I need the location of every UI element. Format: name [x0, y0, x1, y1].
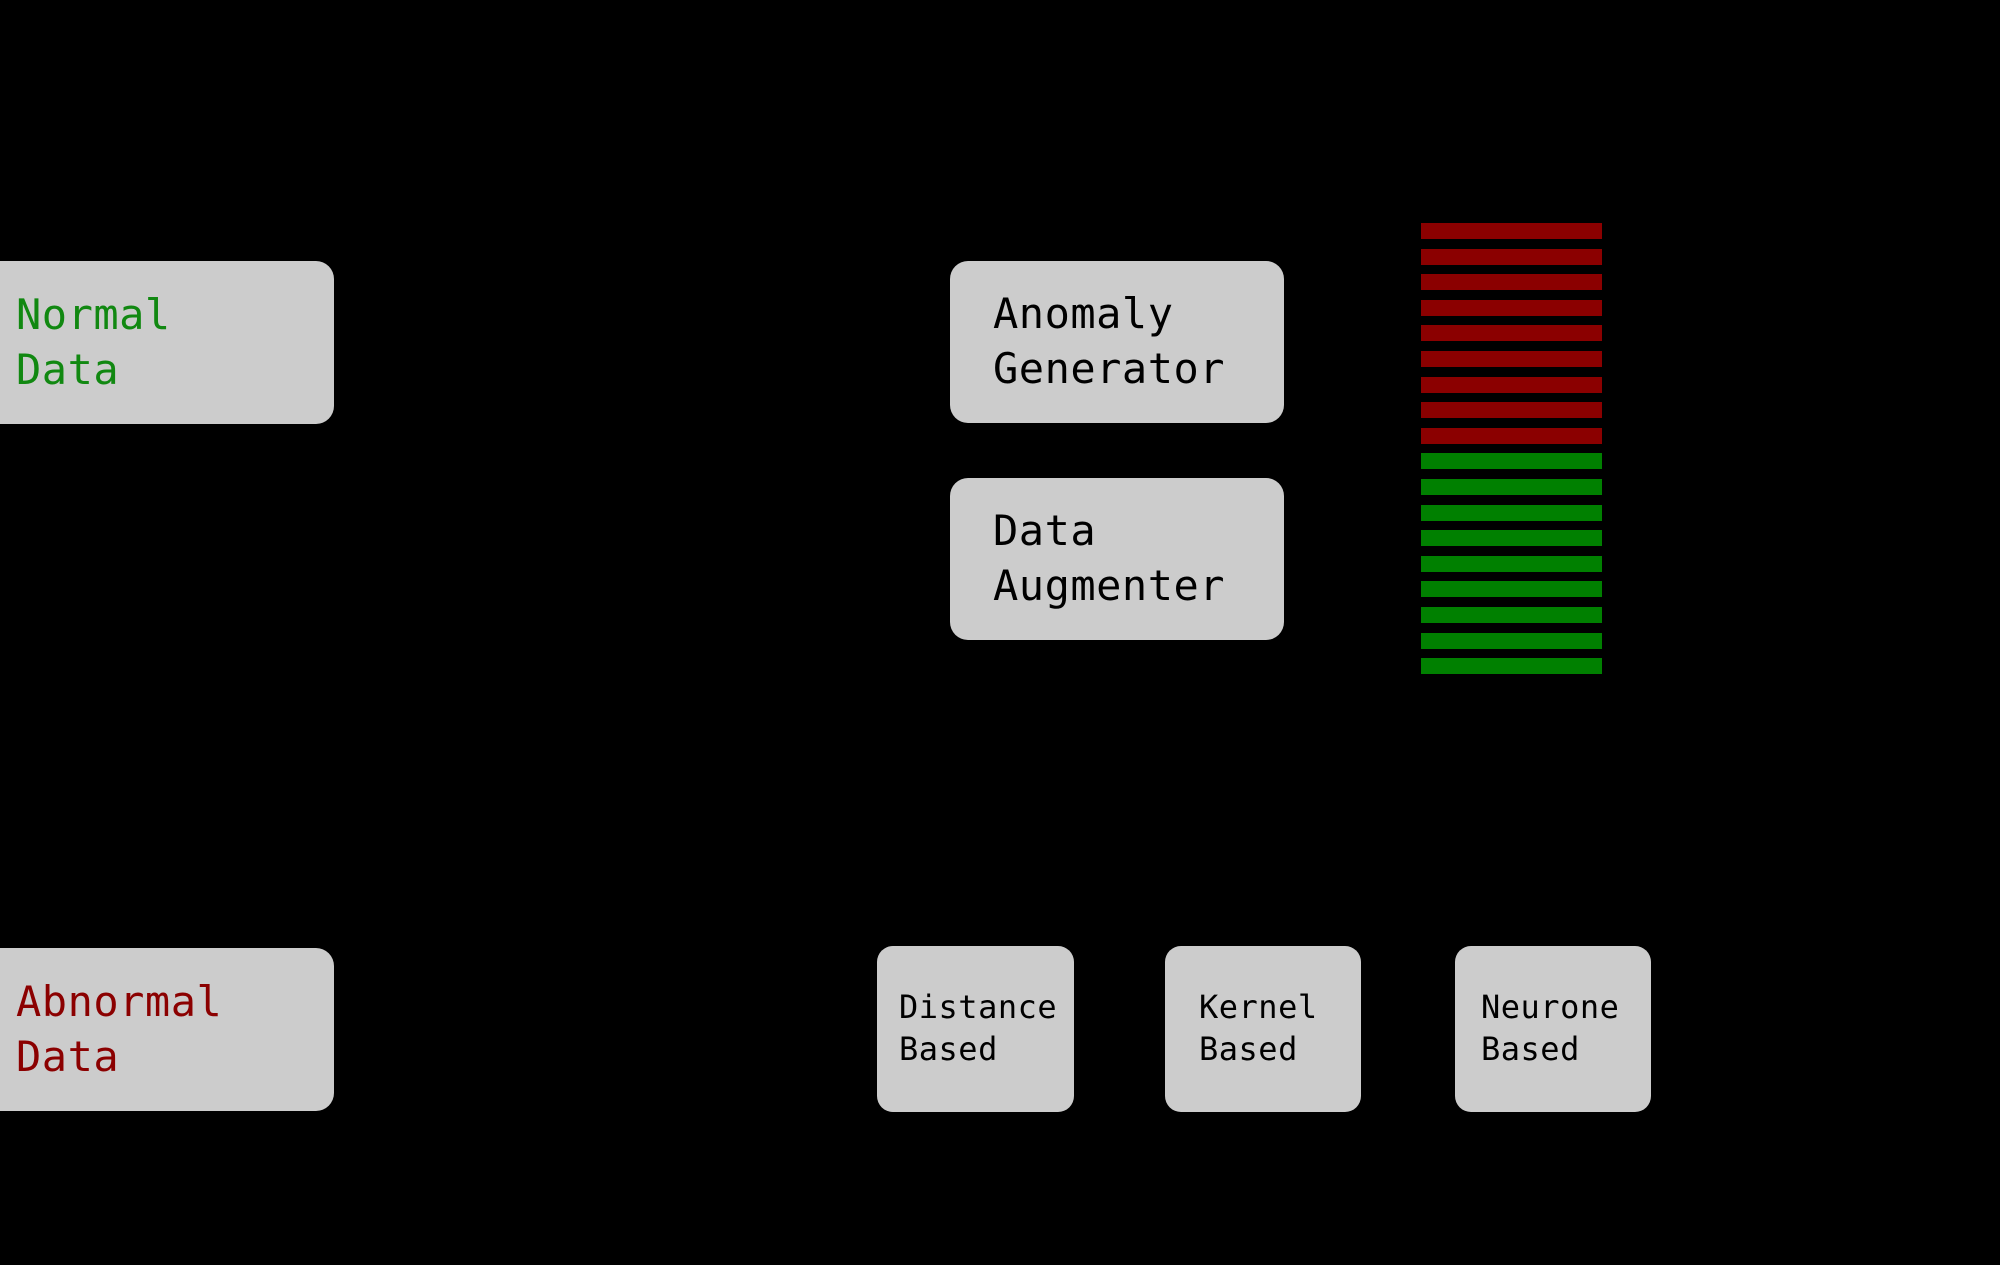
node-abnormal-data-line2: Data [16, 1031, 120, 1081]
sample-stripe-green [1421, 632, 1602, 649]
node-distance-based-line1: Distance [899, 988, 1058, 1027]
sample-stripe-red [1421, 299, 1602, 316]
node-anomaly-generator-line2: Generator [993, 344, 1226, 393]
sample-stripe-red [1421, 402, 1602, 419]
node-kernel-based-line2: Based [1199, 1030, 1298, 1068]
sample-stripe-red [1421, 248, 1602, 265]
sample-stripe-red [1421, 351, 1602, 367]
sample-stripe-green [1421, 581, 1602, 598]
node-neurone-based-line2: Based [1481, 1030, 1580, 1068]
node-normal-data[interactable]: Normal Data [0, 261, 334, 424]
sample-stripe-red [1421, 223, 1602, 239]
node-anomaly-generator-line1: Anomaly [993, 289, 1174, 339]
node-abnormal-data[interactable]: Abnormal Data [0, 948, 334, 1111]
sample-stripe-green [1421, 658, 1602, 675]
sample-stripe-red [1421, 427, 1602, 444]
sample-stripe-green [1421, 607, 1602, 623]
node-kernel-based-line1: Kernel [1199, 988, 1318, 1027]
sample-stripe-green [1421, 453, 1602, 470]
node-data-augmenter[interactable]: Data Augmenter [950, 478, 1284, 640]
node-neurone-based[interactable]: Neurone Based [1455, 946, 1651, 1112]
sample-stripe-green [1421, 479, 1602, 495]
node-distance-based-line2: Based [899, 1030, 998, 1068]
node-data-augmenter-line1: Data [993, 506, 1097, 556]
sample-stripe-red [1421, 274, 1602, 291]
sample-stripe-green [1421, 555, 1602, 572]
labelled-sample-stripe-block [1421, 223, 1602, 675]
sample-stripe-red [1421, 325, 1602, 342]
node-kernel-based[interactable]: Kernel Based [1165, 946, 1361, 1112]
node-neurone-based-line1: Neurone [1481, 988, 1620, 1027]
node-normal-data-line2: Data [16, 344, 120, 394]
node-distance-based[interactable]: Distance Based [877, 946, 1074, 1112]
sample-stripe-red [1421, 376, 1602, 393]
node-normal-data-line1: Normal [16, 289, 171, 339]
sample-stripe-green [1421, 504, 1602, 521]
sample-stripe-green [1421, 530, 1602, 547]
node-anomaly-generator[interactable]: Anomaly Generator [950, 261, 1284, 423]
node-abnormal-data-line1: Abnormal [16, 976, 223, 1026]
node-data-augmenter-line2: Augmenter [993, 561, 1226, 610]
